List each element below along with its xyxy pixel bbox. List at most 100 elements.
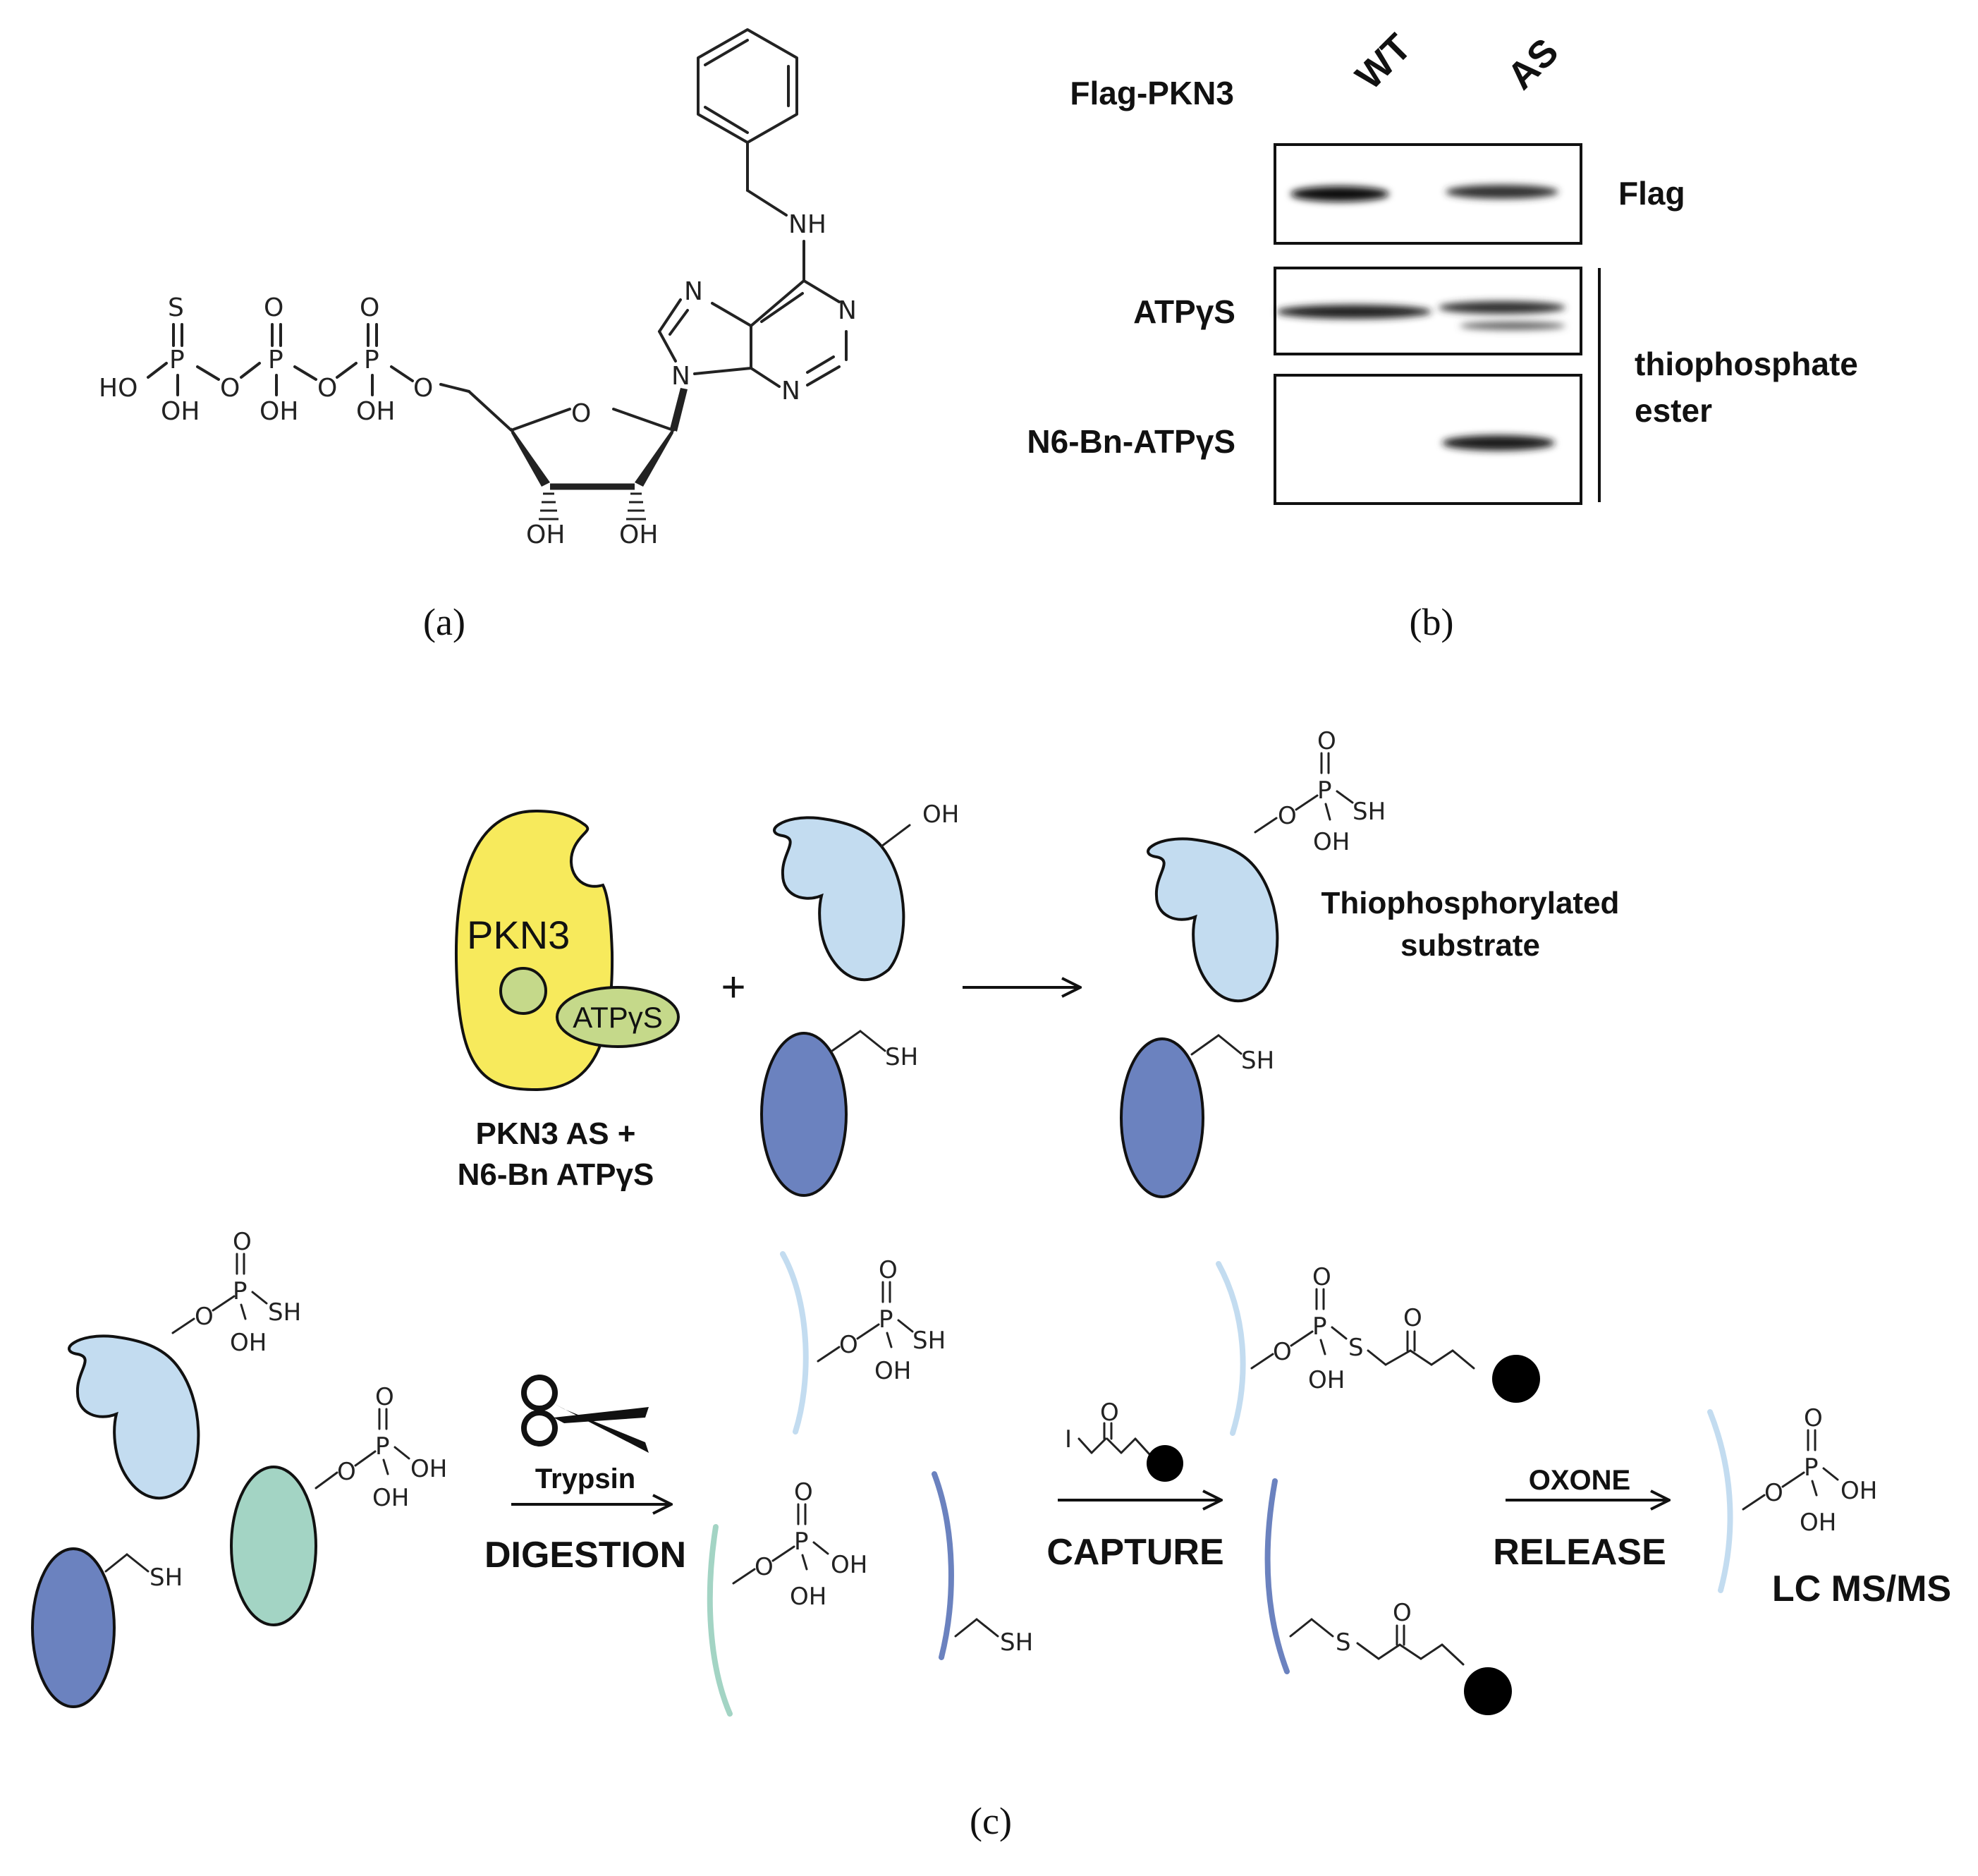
pep1-p: P (879, 1305, 893, 1334)
atom-o-5: O (413, 374, 433, 403)
product-p: P (1317, 776, 1332, 805)
cofactor-ellipse (556, 986, 680, 1048)
mixture-phospho-teal: O P O OH OH (230, 1383, 447, 1626)
pep2-oh-b: OH (790, 1583, 826, 1611)
atom-p-beta: P (268, 346, 283, 374)
captured-thiol: S O (1264, 1478, 1512, 1715)
cofactor-label: ATPγS (573, 1001, 663, 1034)
pep2-o: O (755, 1553, 774, 1581)
bead-captured-1 (1492, 1355, 1540, 1403)
substrate-thiol-output: SH (1120, 1034, 1274, 1198)
substrate-thiophosphorylated: O P O SH OH Thiophosphorylated substrate (1147, 727, 1620, 1003)
atom-p-gamma: P (169, 346, 185, 374)
ribose-ring: O OH OH (510, 399, 675, 549)
enzyme-caption-line1: PKN3 AS + (475, 1116, 635, 1151)
bracket-label-line1: thiophosphate (1635, 346, 1858, 382)
pep1-o: O (839, 1331, 858, 1359)
atom-n1: N (838, 296, 857, 325)
pep1-o-double: O (879, 1256, 898, 1284)
rel-p: P (1804, 1454, 1819, 1482)
mix-oh: OH (230, 1329, 267, 1357)
analysis-label: LC MS/MS (1772, 1569, 1951, 1609)
band-flag-as (1446, 185, 1558, 199)
atom-o-bg: O (220, 374, 240, 403)
panel-b-blot: Flag-PKN3 WT AS Flag ATPγS N6-Bn-ATPγS t… (1027, 26, 1858, 505)
product-o-double: O (1317, 727, 1336, 755)
atom-o-beta: O (264, 293, 283, 322)
enzyme-label: PKN3 (467, 913, 570, 957)
captured-thiophospho: O P O S OH O (1216, 1261, 1540, 1436)
atom-oh-gamma: OH (161, 397, 200, 426)
product-oh: OH (1313, 828, 1350, 856)
atom-s-gamma: S (168, 293, 184, 322)
cap1-o-double: O (1312, 1263, 1331, 1291)
band-atpgs-as-lower (1460, 322, 1565, 330)
mixture-thiol: SH (31, 1547, 183, 1708)
band-atpgs-as (1439, 301, 1565, 314)
atom-oh-3: OH (619, 520, 658, 549)
mix-sh: SH (268, 1298, 301, 1327)
substrate-thiol-input: SH (760, 1030, 918, 1197)
row-label-atpgs: ATPγS (1133, 293, 1235, 330)
enzyme-caption-line2: N6-Bn ATPγS (458, 1157, 654, 1192)
capture-label: CAPTURE (1046, 1532, 1223, 1573)
rel-o-double: O (1804, 1404, 1823, 1432)
caption-c: (c) (970, 1800, 1012, 1842)
mix2-o: O (337, 1458, 356, 1486)
atom-n3: N (781, 377, 800, 406)
capture-reagent: I O (1065, 1399, 1183, 1482)
pep1-oh: OH (874, 1357, 911, 1385)
pep2-o-double: O (794, 1478, 813, 1506)
group-sh-output: SH (1241, 1047, 1274, 1075)
mix2-oh-a: OH (410, 1455, 447, 1483)
bead-captured-2 (1464, 1667, 1512, 1715)
atom-oh-beta: OH (260, 397, 298, 426)
digestion-reagent: Trypsin (535, 1463, 635, 1494)
product-label-line1: Thiophosphorylated (1321, 886, 1620, 920)
lane-label-as: AS (1499, 30, 1566, 97)
mix2-oh-b: OH (372, 1484, 409, 1512)
atom-p-alpha: P (364, 346, 379, 374)
atom-n7: N (684, 277, 703, 306)
caption-a: (a) (423, 601, 465, 643)
plus-sign: + (721, 963, 745, 1011)
mixture-thiophospho: O P O SH OH (68, 1228, 301, 1500)
product-label-line2: substrate (1400, 928, 1540, 963)
cap1-ketone-o: O (1403, 1304, 1422, 1332)
band-n6bn-as (1442, 435, 1555, 451)
cap1-o: O (1273, 1338, 1292, 1366)
peptide-phospho: O P O OH OH (707, 1478, 867, 1717)
pep2-p: P (794, 1528, 809, 1556)
row-label-flag: Flag (1618, 175, 1685, 212)
product-sh: SH (1353, 798, 1386, 826)
peptide-thiophospho: O P O SH OH (780, 1251, 946, 1435)
mix2-o-double: O (375, 1383, 394, 1411)
released-phosphopeptide: O P O OH OH (1707, 1404, 1877, 1593)
product-o: O (1278, 802, 1297, 830)
cap2-ketone-o: O (1393, 1599, 1412, 1627)
scissors-icon (521, 1375, 649, 1453)
mix2-p: P (375, 1432, 390, 1461)
panel-a-structure: NH N N N N O (99, 28, 857, 549)
digestion-label: DIGESTION (484, 1535, 686, 1576)
group-oh-input: OH (922, 800, 959, 829)
bead-reagent (1147, 1445, 1183, 1482)
cap1-s: S (1348, 1334, 1364, 1362)
peptide-thiol: SH (932, 1471, 1033, 1660)
pep1-sh: SH (912, 1327, 946, 1355)
atom-o-alpha: O (360, 293, 379, 322)
mix-o: O (195, 1303, 214, 1331)
atom-oh-2: OH (526, 520, 565, 549)
lane-label-wt: WT (1348, 26, 1420, 98)
group-sh-input: SH (885, 1043, 918, 1071)
mix-o-double: O (233, 1228, 252, 1256)
mix-p: P (233, 1277, 248, 1305)
construct-label: Flag-PKN3 (1070, 75, 1234, 111)
rel-oh-b: OH (1800, 1509, 1836, 1537)
release-reagent: OXONE (1529, 1465, 1630, 1496)
atom-nh: NH (788, 210, 826, 239)
row-label-n6bn: N6-Bn-ATPγS (1027, 423, 1235, 460)
atom-n9: N (671, 362, 690, 391)
substrate-hydroxyl: OH (773, 800, 959, 982)
